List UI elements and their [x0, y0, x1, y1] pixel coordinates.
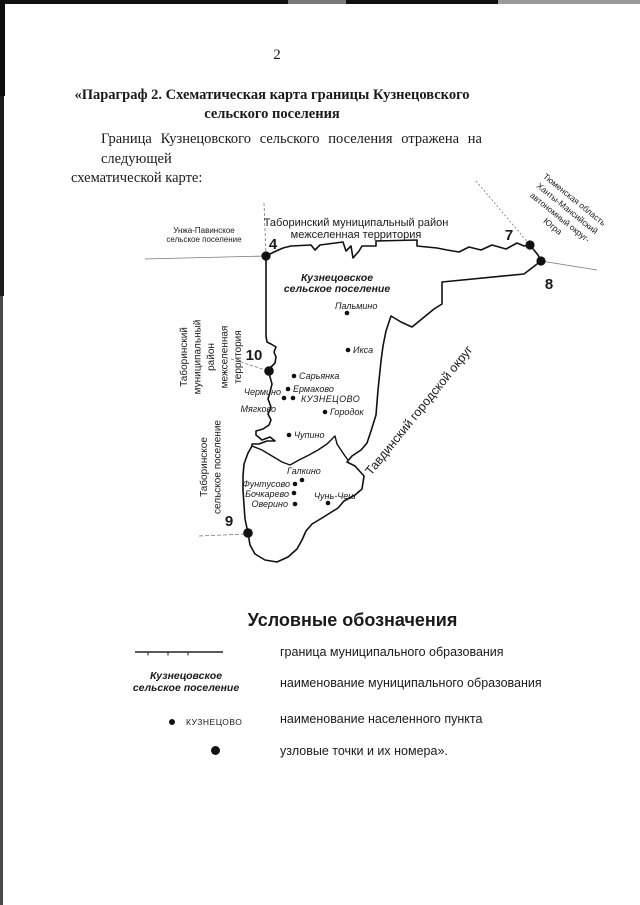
svg-text:Таборинское: Таборинское — [198, 437, 210, 497]
settlement-label: КУЗНЕЦОВО — [301, 394, 360, 404]
settlement-label: Фунтусово — [243, 479, 290, 489]
aux-line-to-node10 — [230, 358, 270, 372]
settlement-label: Пальмино — [335, 301, 377, 311]
settlement-dot — [286, 432, 292, 438]
settlement-dot — [344, 310, 350, 316]
svg-text:территория: территория — [233, 330, 244, 383]
settlement-label: Бочкарево — [245, 489, 289, 499]
settlement-label: Городок — [330, 407, 364, 417]
settlement-label: Икса — [353, 345, 373, 355]
scan-edge-left — [0, 0, 5, 905]
node-dot — [243, 528, 253, 538]
node-number-8: 8 — [545, 276, 553, 293]
settlement-dot — [325, 500, 331, 506]
node-dot — [261, 251, 271, 261]
legend-item-boundary: граница муниципального образования — [280, 645, 504, 659]
settlement-label: Оверино — [252, 499, 288, 509]
node-dot — [264, 366, 274, 376]
legend-node-dot — [211, 746, 220, 755]
settlement-label: Чермино — [244, 387, 281, 397]
boundary-outline — [242, 239, 542, 563]
label-unzha-1: Унжа-Павинское — [173, 226, 235, 235]
label-taborinsky-top-2: межселенная территория — [291, 229, 422, 241]
settlement-label: Чунь-Чеш — [314, 491, 356, 501]
schematic-map: 4 7 8 10 9 Таборинский муниципальный рай… — [144, 171, 608, 563]
node-dot — [536, 256, 546, 266]
label-taborinskoe-sp: Таборинское сельское поселение — [198, 420, 224, 514]
node-points — [243, 240, 546, 538]
label-unzha-2: сельское поселение — [166, 235, 242, 244]
legend-item-settlement: наименование населенного пункта — [280, 712, 483, 726]
legend-settlement-dot — [169, 719, 175, 725]
node-number-7: 7 — [505, 227, 513, 244]
svg-text:муниципальный: муниципальный — [193, 320, 204, 395]
legend-title: Условные обозначения — [247, 610, 458, 630]
heading-line-1: «Параграф 2. Схематическая карта границы… — [74, 87, 470, 103]
settlement-dot — [290, 395, 296, 401]
settlement-label: Галкино — [287, 466, 321, 476]
aux-line-west-of-node9 — [198, 533, 249, 537]
municipal-boundary — [242, 239, 542, 563]
node-number-10: 10 — [246, 347, 263, 364]
svg-text:сельское поселение: сельское поселение — [213, 420, 224, 514]
label-kuznetsovskoe-2: сельское поселение — [284, 283, 391, 295]
neighbor-boundary-lines — [144, 180, 598, 537]
legend-boundary-line-symbol — [135, 651, 223, 656]
settlement-label: Сарьянка — [299, 371, 339, 381]
label-taborinsky-top-1: Таборинский муниципальный район — [264, 217, 449, 229]
aux-line-west-of-node4 — [144, 255, 267, 260]
page-number: 2 — [273, 47, 281, 63]
settlement-dot — [291, 490, 297, 496]
node-numbers: 4 7 8 10 9 — [225, 227, 553, 530]
label-kuznetsovskoe-1: Кузнецовское — [301, 272, 373, 284]
legend-item-municipality: наименование муниципального образования — [280, 676, 542, 690]
settlement-dot — [345, 347, 351, 353]
body-line-2: схематической карте: — [71, 170, 203, 186]
settlement-dot — [322, 409, 328, 415]
label-tavdinsky: Тавдинский городской округ — [362, 343, 475, 478]
body-paragraph: Граница Кузнецовского сельского поселени… — [71, 130, 482, 189]
settlement-dot — [285, 386, 291, 392]
node-number-4: 4 — [269, 236, 278, 253]
body-line-1: Граница Кузнецовского сельского поселени… — [101, 131, 482, 167]
settlement-labels: Пальмино Икса Сарьянка Ермаково Чермино … — [240, 301, 377, 509]
heading-line-2: сельского поселения — [204, 106, 340, 122]
svg-text:Таборинский: Таборинский — [178, 327, 190, 387]
settlement-dot — [292, 481, 298, 487]
section-heading: «Параграф 2. Схематическая карта границы… — [40, 86, 504, 124]
legend-item-nodes: узловые точки и их номера». — [280, 744, 448, 758]
settlement-dot — [281, 395, 287, 401]
settlement-dot — [299, 477, 305, 483]
node-number-9: 9 — [225, 513, 233, 530]
svg-text:район: район — [206, 343, 217, 371]
settlement-dot — [292, 501, 298, 507]
svg-text:межселенная: межселенная — [220, 326, 231, 389]
aux-line-to-node7 — [475, 180, 531, 246]
scan-edge-top — [0, 0, 640, 4]
legend-municipality-name-symbol: Кузнецовское сельское поселение — [132, 670, 240, 694]
settlement-label: Чупино — [294, 430, 324, 440]
node-dot — [525, 240, 535, 250]
settlement-label: Мягково — [240, 404, 276, 414]
region-labels: Таборинский муниципальный район межселен… — [166, 171, 608, 514]
settlement-dot — [291, 373, 297, 379]
settlement-label: Ермаково — [293, 384, 334, 394]
aux-line-above-node4 — [263, 202, 267, 257]
settlement-dots — [281, 310, 351, 507]
legend-settlement-name-symbol: КУЗНЕЦОВО — [186, 717, 243, 727]
label-taborinsky-left: Таборинский муниципальный район межселен… — [178, 320, 244, 395]
aux-line-from-node8 — [540, 260, 598, 271]
boundary-inner-squiggle — [251, 435, 349, 466]
